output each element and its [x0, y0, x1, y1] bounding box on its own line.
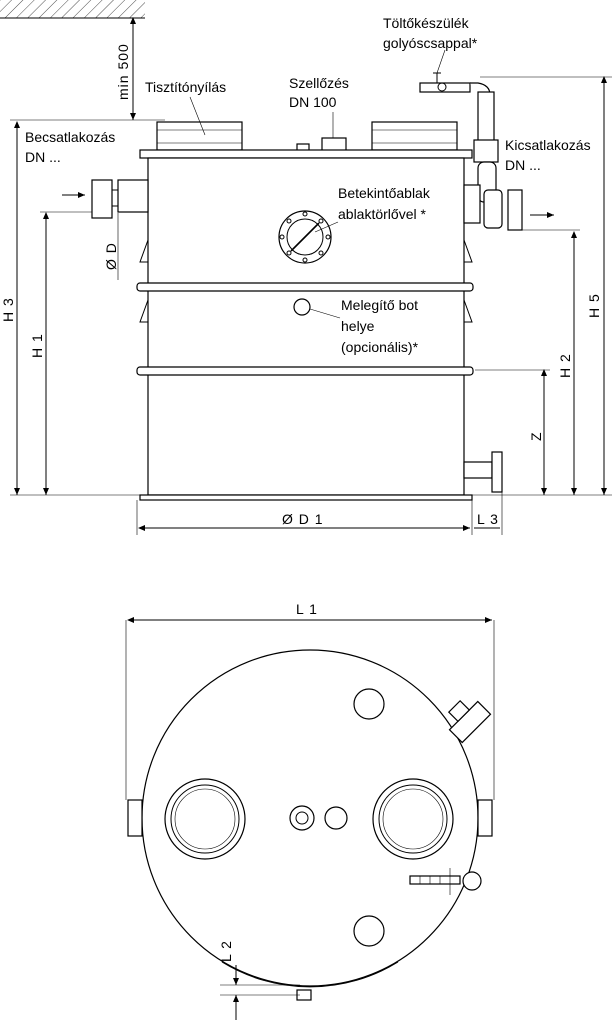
heater-optional-label: (opcionális)* [341, 339, 419, 355]
port-lower [353, 915, 385, 947]
l2-label: L 2 [218, 940, 234, 962]
h2-label: H 2 [557, 353, 573, 378]
cleaning-opening-left [156, 121, 243, 151]
h1-label: H 1 [29, 333, 45, 358]
drain-flange [491, 451, 503, 493]
drain-pipe [463, 461, 493, 479]
filler-top [409, 868, 482, 895]
z-label: Z [528, 431, 544, 441]
h3-label: H 3 [0, 297, 16, 322]
inlet-dn-label: DN ... [25, 149, 61, 165]
ceiling-hatch [0, 0, 145, 18]
top-view: L 1 [125, 601, 495, 1020]
filler-label: Töltőkészülék [383, 15, 470, 31]
rib-upper [136, 282, 474, 292]
filler-ballvalve-label: golyóscsappal* [383, 35, 478, 51]
viewing-window-label: Betekintőablak [338, 185, 431, 201]
filler-device [419, 72, 503, 229]
h5-label: H 5 [586, 293, 602, 318]
small-port-top [324, 806, 348, 830]
cleaning-opening-right [371, 121, 458, 151]
ventilation-top [289, 805, 315, 831]
side-view: min 500 [0, 0, 612, 535]
outlet-stub-top [477, 799, 493, 837]
port-upper [353, 688, 385, 720]
cleaning-opening-left-top [164, 778, 246, 860]
inlet-pipe [117, 179, 149, 213]
inlet-label: Becsatlakozás [25, 129, 115, 145]
min500-label: min 500 [115, 43, 131, 100]
od1-label: Ø D 1 [282, 511, 324, 527]
base-plate [139, 494, 473, 501]
drain-flange-top [447, 699, 492, 744]
ventilation-label: Szellőzés [289, 75, 349, 91]
tank-lid [139, 149, 473, 159]
cleaning-opening-label: Tisztítónyílás [145, 79, 226, 95]
l1-label: L 1 [296, 601, 318, 617]
ventilation-dn-label: DN 100 [289, 94, 337, 110]
inlet-stub-top [127, 799, 143, 837]
outlet-dn-label: DN ... [505, 157, 541, 173]
outlet-label: Kicsatlakozás [505, 137, 591, 153]
rib-lower [136, 366, 474, 376]
wiper [290, 222, 320, 252]
cleaning-opening-right-top [372, 778, 454, 860]
od-label: Ø D [103, 242, 119, 270]
heater-rod-place [293, 298, 311, 316]
heater-place-label: helye [341, 318, 375, 334]
heater-label: Melegítő bot [341, 297, 418, 313]
filler-pipe [477, 91, 495, 143]
outlet-flange [507, 189, 523, 231]
inlet-flange [91, 179, 113, 219]
wiper-label: ablaktörlővel * [338, 206, 426, 222]
l3-label: L 3 [477, 511, 499, 527]
